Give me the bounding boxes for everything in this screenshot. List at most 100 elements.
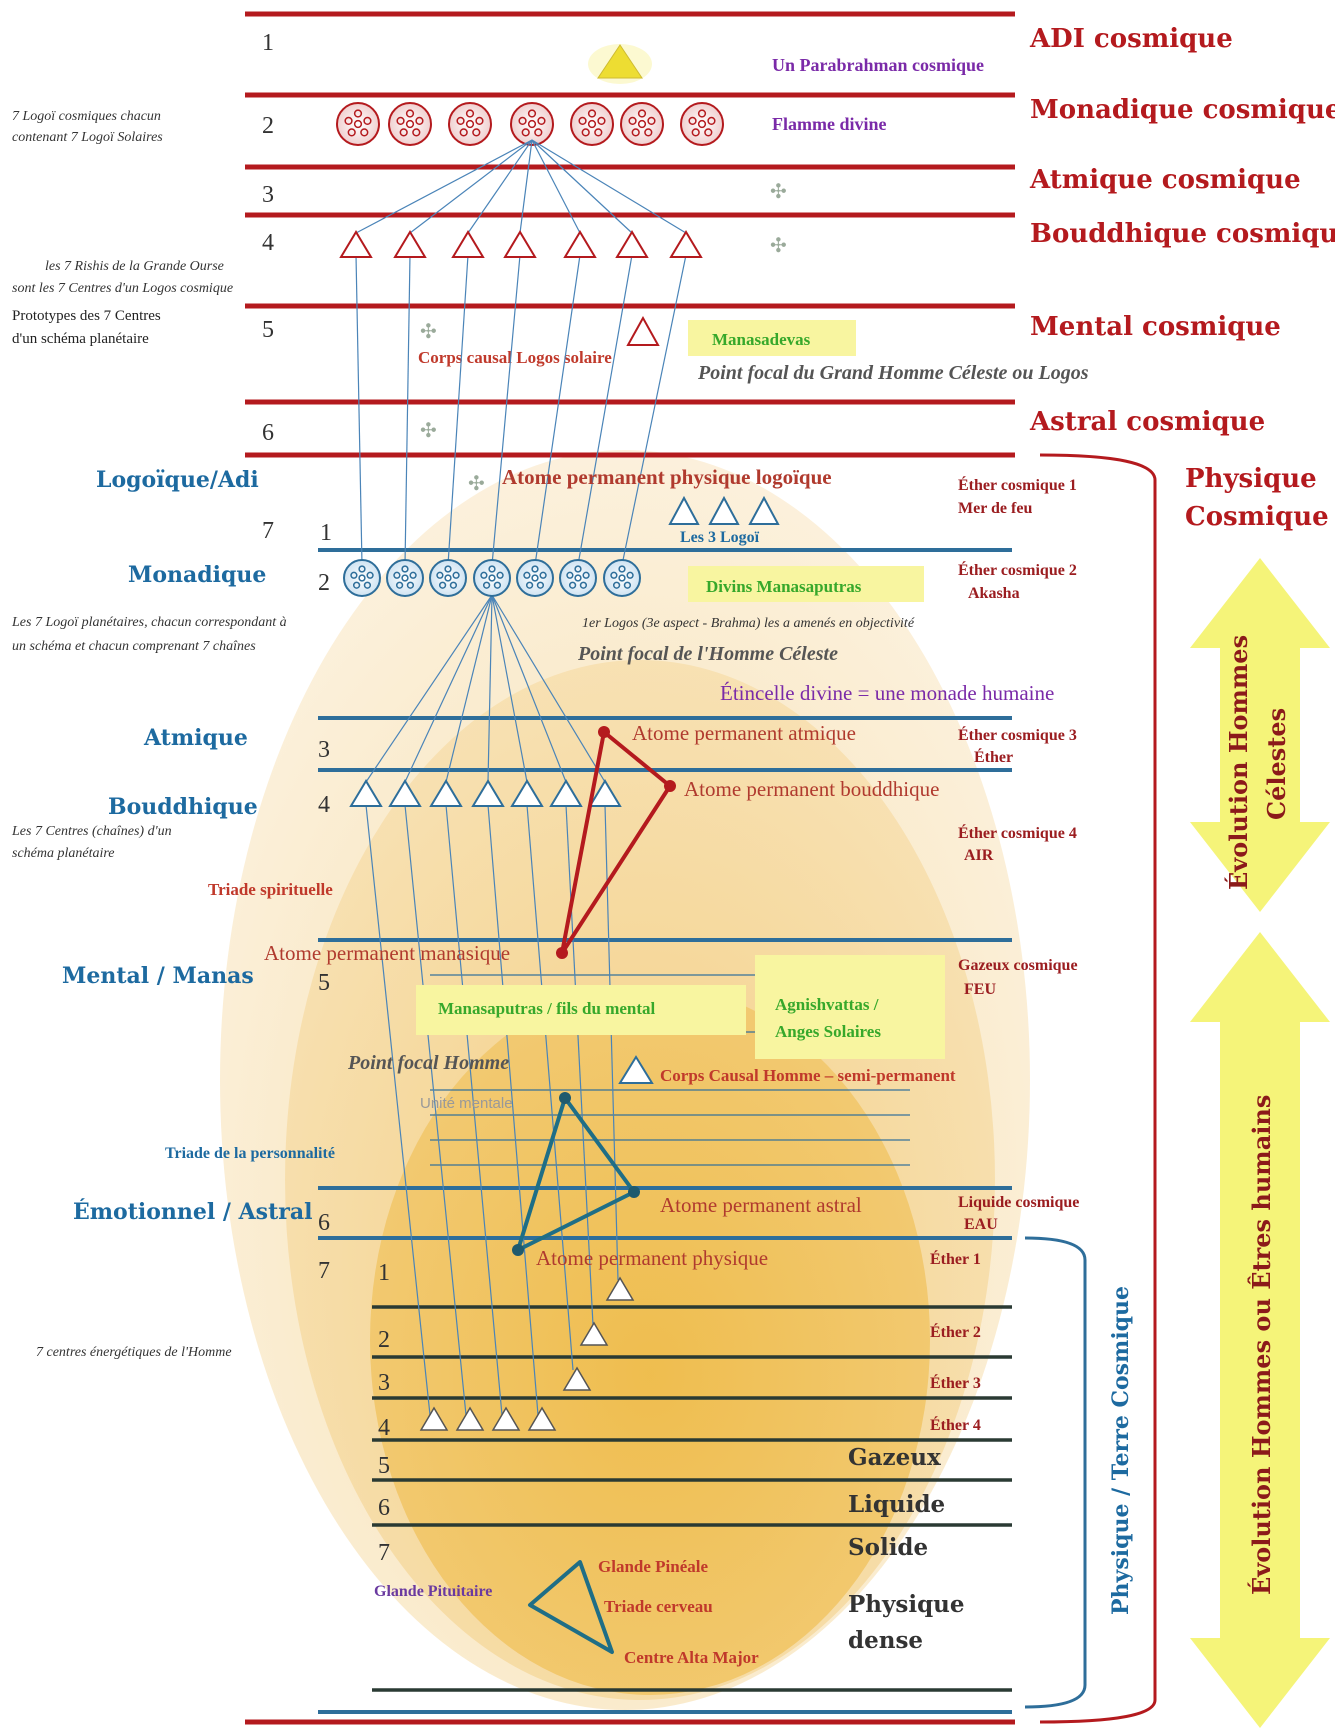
physique-dense-label-2: dense — [848, 1627, 923, 1654]
cosmic-plane-3-name: Atmique cosmique — [1029, 165, 1301, 195]
manasique-atom-label: Atome permanent manasique — [264, 941, 510, 965]
atmique-ether-1: Éther cosmique 3 — [958, 725, 1077, 744]
bouddhique-name: Bouddhique — [108, 794, 258, 820]
bouddhique-ether-2: AIR — [964, 847, 994, 864]
logoique-ether-1: Éther cosmique 1 — [958, 475, 1077, 494]
sub-1-num: 1 — [378, 1260, 390, 1286]
sub-1-label: Éther 1 — [930, 1249, 981, 1268]
triade-spirituelle-shape — [560, 730, 672, 955]
agnishvattas-label-2: Anges Solaires — [775, 1022, 881, 1041]
terre-cosmique-bracket — [1024, 1236, 1087, 1709]
planetary-logos-flame-icon — [516, 559, 554, 597]
planetary-center-triangle-icon — [388, 779, 422, 807]
bouddhique-side-1: Les 7 Centres (chaînes) d'un — [11, 824, 172, 839]
descent-line — [355, 139, 533, 234]
sub-3-num: 3 — [378, 1370, 390, 1396]
etheric-triangle-4b-icon — [455, 1406, 485, 1431]
descent-line — [565, 804, 594, 1326]
pineale-label: Glande Pinéale — [598, 1557, 708, 1576]
causal-homme-label: Corps Causal Homme – semi-permanent — [660, 1066, 956, 1085]
emotionnel-ether-2: EAU — [964, 1216, 998, 1233]
atmique-num: 3 — [318, 737, 330, 763]
agnishvattas-box — [755, 955, 945, 1059]
monadique-plane: Monadique 2 Divins Manasaputras Éther co… — [11, 559, 1077, 705]
bouddhique-atom-label: Atome permanent bouddhique — [684, 777, 939, 801]
logoique-atom-label: Atome permanent physique logoïque — [502, 465, 832, 489]
cosmic-plane-2-num: 2 — [262, 113, 274, 139]
descent-line — [531, 139, 687, 234]
descent-line — [526, 804, 574, 1371]
flamme-divine-label: Flamme divine — [772, 114, 887, 134]
sub-7-num: 7 — [378, 1540, 390, 1566]
parabrahman-glow — [588, 44, 652, 84]
manasadevas-label: Manasadevas — [712, 330, 811, 349]
cosmic-plane-1-num: 1 — [262, 30, 274, 56]
sub-4-num: 4 — [378, 1415, 390, 1441]
physical-atom-dot — [512, 1244, 524, 1256]
cosmic-plane-4-num: 4 — [262, 230, 274, 256]
causal-logos-triangle-icon — [626, 315, 660, 346]
sub-3-label: Éther 3 — [930, 1373, 981, 1392]
astral-atom-dot — [628, 1186, 640, 1198]
descent-line — [365, 804, 431, 1416]
logoique-plane: Logoïque/Adi 7 1 ✣ Atome permanent physi… — [96, 465, 1077, 546]
evolution-arrows: Évolution Hommes Célestes Évolution Homm… — [1190, 558, 1330, 1728]
cosmic-center-triangle-icon — [393, 230, 427, 258]
cosmic-center-triangle-icon — [339, 230, 373, 258]
bouddhique-num: 4 — [318, 792, 330, 818]
logoique-subnum: 1 — [320, 520, 332, 546]
sparkle-icon: ✣ — [770, 235, 787, 257]
terre-cosmique-label: Physique / Terre Cosmique — [1108, 1286, 1134, 1615]
triade-personnalite — [512, 1092, 640, 1256]
cosmic-plane-lines — [245, 11, 1015, 1725]
astral-atom-label: Atome permanent astral — [660, 1193, 862, 1217]
descent-line — [409, 139, 533, 234]
cosmic-plane-4-name: Bouddhique cosmique — [1030, 219, 1335, 249]
cosmic-plane-6: 6 ✣ Astral cosmique — [262, 407, 1265, 446]
descent-line — [531, 139, 633, 234]
bouddhique-side-2: schéma planétaire — [12, 846, 115, 861]
unite-mentale-label: Unité mentale — [420, 1095, 513, 1112]
etincelle-label: Étincelle divine = une monade humaine — [720, 681, 1054, 705]
monadique-ether-1: Éther cosmique 2 — [958, 560, 1077, 579]
sparkle-icon: ✣ — [420, 420, 437, 442]
manasique-atom-dot — [556, 947, 568, 959]
etheric-triangle-2-icon — [579, 1321, 609, 1346]
descent-line — [355, 254, 363, 566]
brahma-label: 1er Logos (3e aspect - Brahma) les a ame… — [582, 616, 915, 631]
cosmic-plane-6-num: 6 — [262, 420, 274, 446]
atmique-name: Atmique — [143, 725, 248, 751]
sub-5-label: Gazeux — [848, 1444, 941, 1471]
descent-line — [491, 254, 521, 566]
sub-5-num: 5 — [378, 1453, 390, 1479]
descent-line — [487, 804, 539, 1416]
arrow-hommes-celestes — [1190, 558, 1330, 912]
physique-num: 7 — [318, 1258, 330, 1284]
atmique-ether-2: Éther — [974, 747, 1013, 766]
logoi-label: Les 3 Logoï — [680, 529, 760, 546]
sub-6-label: Liquide — [848, 1491, 945, 1518]
cosmic-plane-4: 4 ✣ les 7 Rishis de la Grande Ourse sont… — [12, 219, 1335, 296]
parabrahman-triangle-icon — [597, 44, 643, 79]
cosmic-center-triangle-icon — [451, 230, 485, 258]
cosmic-plane-5-side-2: d'un schéma planétaire — [12, 331, 149, 347]
descent-line — [404, 254, 411, 566]
descent-line — [519, 139, 533, 234]
cosmic-center-triangle-icon — [563, 230, 597, 258]
logoique-ether-2: Mer de feu — [958, 500, 1032, 517]
descent-line — [445, 594, 493, 783]
cosmic-logos-flame-icon — [336, 102, 380, 146]
descent-line — [404, 594, 493, 783]
cosmic-plane-2-side-2: contenant 7 Logoï Solaires — [12, 130, 163, 145]
dense-physical-lines — [372, 1305, 1012, 1692]
evolution-humains-label: Évolution Hommes ou Êtres humains — [1247, 1095, 1276, 1595]
descent-line — [534, 254, 581, 566]
sub-2-label: Éther 2 — [930, 1322, 981, 1341]
cosmic-logos-flame-icon — [510, 102, 554, 146]
emotionnel-plane: Émotionnel / Astral 6 Atome permanent as… — [73, 1193, 1079, 1236]
descent-line — [491, 594, 528, 783]
physique-cosmique-bracket — [1039, 453, 1157, 1724]
planetary-logos-flame-icon — [429, 559, 467, 597]
manasaputras-box — [416, 985, 746, 1035]
